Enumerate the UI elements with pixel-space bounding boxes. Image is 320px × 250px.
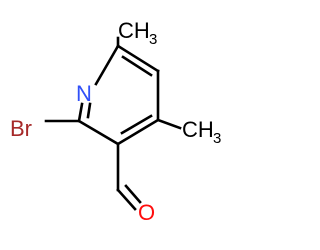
bond-c6-c5-inner	[121, 55, 153, 77]
methyl-right-subscript: 3	[213, 130, 221, 147]
bond-c2-n-inner	[86, 102, 92, 119]
bond-n-c6	[94, 44, 120, 86]
atom-labels: N Br O CH 3 CH 3	[10, 18, 221, 225]
bond-c4-c3-inner	[120, 114, 153, 135]
bond-c4-c3	[116, 118, 160, 146]
substituent-bonds	[44, 36, 182, 211]
bond-c6-c5	[116, 44, 160, 73]
oxygen-label: O	[138, 200, 155, 225]
molecule-diagram: N Br O CH 3 CH 3	[10, 18, 221, 225]
bond-cho-o-double	[124, 184, 142, 204]
bond-c4-methyl	[156, 118, 182, 130]
methyl-top-label: CH 3	[118, 18, 157, 48]
methyl-right-main: CH	[182, 117, 214, 142]
pyridine-ring	[77, 44, 160, 146]
bromine-label: Br	[10, 116, 32, 141]
bond-c2-n	[77, 102, 84, 123]
methyl-top-main: CH	[118, 18, 150, 43]
nitrogen-label: N	[76, 81, 92, 106]
methyl-right-label: CH 3	[182, 117, 221, 147]
bond-cho-o	[116, 188, 137, 211]
methyl-top-subscript: 3	[149, 31, 157, 48]
bond-c3-c2	[77, 119, 120, 146]
